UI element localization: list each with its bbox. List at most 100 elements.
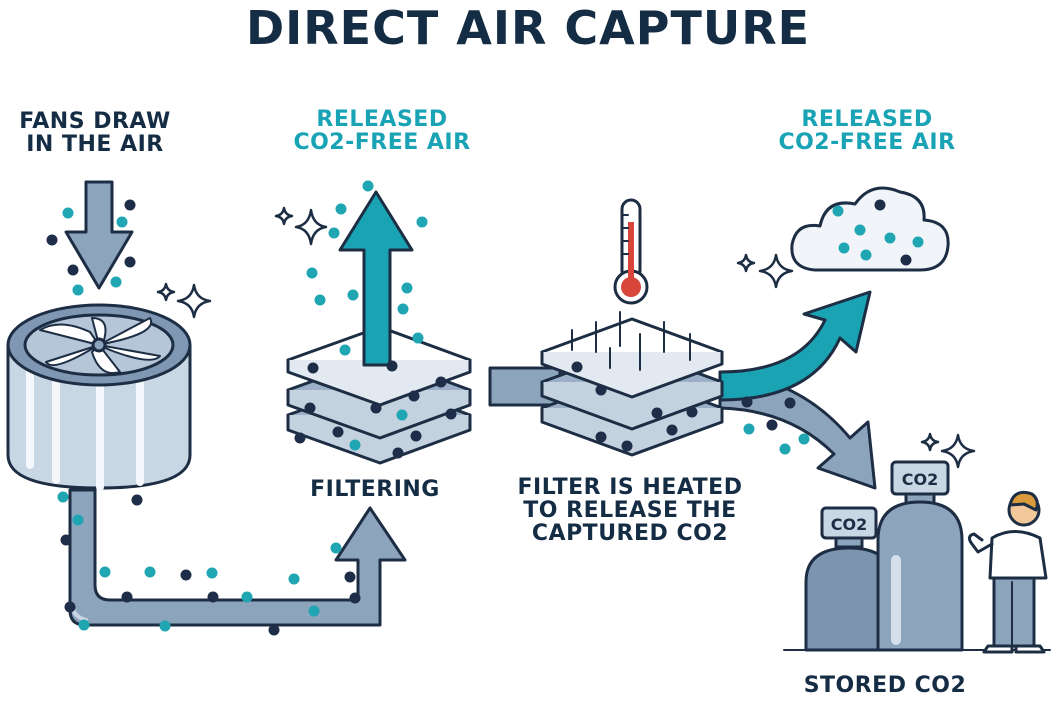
molecule-dot <box>416 216 428 228</box>
filter-layers-icon <box>540 317 724 457</box>
molecule-dot <box>306 267 318 279</box>
molecule-dot <box>339 344 351 356</box>
step-label-fans: FANS DRAW IN THE AIR <box>0 110 190 156</box>
molecule-dot <box>46 234 58 246</box>
air-pipe-bottom <box>68 488 407 627</box>
molecule-dot <box>832 205 844 217</box>
person-icon <box>967 490 1048 654</box>
molecule-dot <box>67 264 79 276</box>
molecule-dot <box>124 199 136 211</box>
molecule-dot <box>884 232 896 244</box>
intake-arrow <box>64 180 134 290</box>
molecule-dot <box>651 407 663 419</box>
molecule-dot <box>207 591 219 603</box>
step-label-line: STORED CO2 <box>803 673 967 698</box>
molecule-dot <box>408 390 420 402</box>
released-air-arrow-up <box>338 190 414 367</box>
step-label-line: CO2-FREE AIR <box>293 130 471 156</box>
tank-label-large: CO2 <box>902 470 938 489</box>
molecule-dot <box>860 249 872 261</box>
molecule-dot <box>99 566 111 578</box>
molecule-dot <box>370 402 382 414</box>
step-label-line: CAPTURED CO2 <box>531 521 729 547</box>
molecule-dot <box>72 284 84 296</box>
molecule-dot <box>410 430 422 442</box>
molecule-dot <box>362 180 374 192</box>
step-label-line: FILTER IS HEATED <box>517 475 743 500</box>
molecule-dot <box>854 224 866 236</box>
step-label-line: RELEASED <box>801 107 933 132</box>
molecule-dot <box>912 236 924 248</box>
molecule-dot <box>110 276 122 288</box>
molecule-dot <box>397 303 409 315</box>
molecule-dot <box>779 443 791 455</box>
sparkle-icon <box>156 206 976 469</box>
molecule-dot <box>144 566 156 578</box>
molecule-dot <box>131 494 143 506</box>
molecule-dot <box>64 601 76 613</box>
molecule-dot <box>347 289 359 301</box>
molecule-dot <box>784 397 796 409</box>
molecule-dot <box>900 254 912 266</box>
molecule-dot <box>766 419 778 431</box>
step-label-filtering: FILTERING <box>290 478 460 501</box>
molecule-dot <box>401 282 413 294</box>
molecule-dot <box>435 376 447 388</box>
step-label-released-air-1: RELEASED CO2-FREE AIR <box>272 108 492 154</box>
molecule-dot <box>206 567 218 579</box>
molecule-dot <box>57 491 69 503</box>
molecule-dot <box>288 573 300 585</box>
molecule-dot <box>307 362 319 374</box>
molecule-dot <box>743 423 755 435</box>
molecule-dot <box>798 433 810 445</box>
molecule-dot <box>396 409 408 421</box>
step-label-line: FANS DRAW <box>19 109 171 134</box>
molecule-dot <box>159 620 171 632</box>
molecule-dot <box>571 361 583 373</box>
molecule-dot <box>445 408 457 420</box>
thermometer-icon <box>613 198 649 305</box>
molecule-dot <box>621 440 633 452</box>
co2-tank-icon <box>804 460 964 652</box>
molecule-dot <box>116 216 128 228</box>
molecule-dot <box>62 207 74 219</box>
fan-icon <box>6 303 192 491</box>
molecule-dot <box>332 426 344 438</box>
step-label-line: CO2-FREE AIR <box>778 130 956 156</box>
filter-layers-icon <box>286 325 472 465</box>
step-label-heated: FILTER IS HEATED TO RELEASE THE CAPTURED… <box>500 476 760 545</box>
molecule-dot <box>304 402 316 414</box>
molecule-dot <box>595 431 607 443</box>
molecule-dot <box>328 227 340 239</box>
step-label-line: RELEASED <box>316 107 448 132</box>
molecule-dot <box>838 242 850 254</box>
molecule-dot <box>666 424 678 436</box>
molecule-dot <box>314 294 326 306</box>
molecule-dot <box>595 384 607 396</box>
released-air-arrow-cloud <box>718 290 872 402</box>
molecule-dot <box>741 396 753 408</box>
step-label-stored: STORED CO2 <box>780 674 990 697</box>
step-label-line: IN THE AIR <box>26 132 164 158</box>
molecule-dot <box>330 542 342 554</box>
molecule-dot <box>412 332 424 344</box>
molecule-dots <box>46 180 924 636</box>
molecule-dot <box>121 591 133 603</box>
molecule-dot <box>241 591 253 603</box>
molecule-dot <box>386 360 398 372</box>
cloud-icon <box>790 186 950 272</box>
molecule-dot <box>268 624 280 636</box>
step-label-line: FILTERING <box>310 477 440 502</box>
step-label-line: TO RELEASE THE <box>523 498 737 524</box>
molecule-dot <box>124 256 136 268</box>
step-label-released-air-2: RELEASED CO2-FREE AIR <box>752 108 982 154</box>
molecule-dot <box>874 199 886 211</box>
diagram-title: DIRECT AIR CAPTURE <box>245 1 811 55</box>
molecule-dot <box>344 571 356 583</box>
molecule-dot <box>308 605 320 617</box>
molecule-dot <box>349 439 361 451</box>
molecule-dot <box>60 534 72 546</box>
molecule-dot <box>72 514 84 526</box>
